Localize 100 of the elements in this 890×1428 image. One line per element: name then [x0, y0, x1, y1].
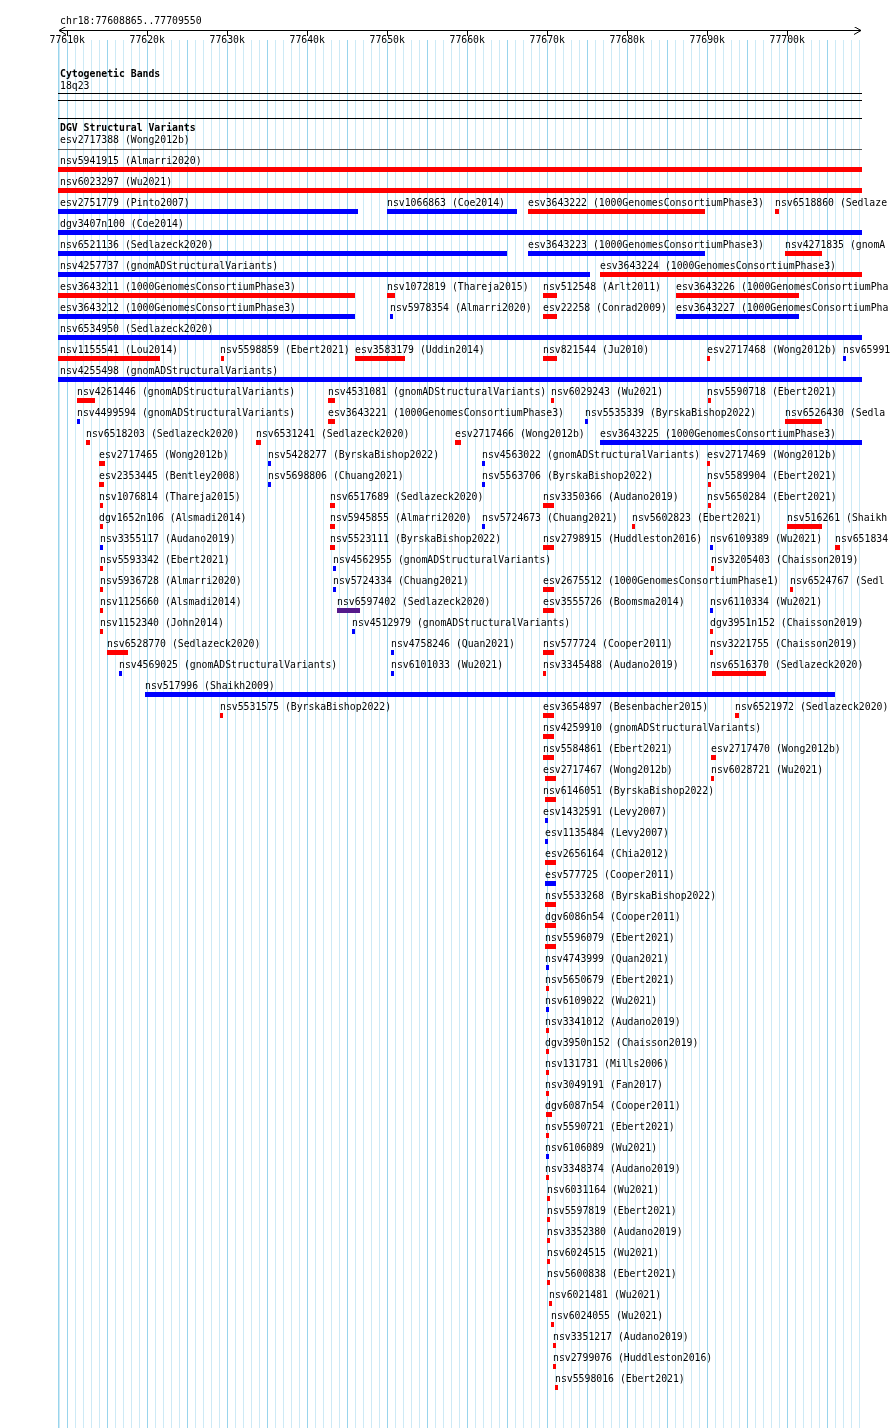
- variant-label: nsv6528770 (Sedlazeck2020): [107, 638, 261, 650]
- variant-label: esv2717465 (Wong2012b): [99, 449, 229, 461]
- variant-label: esv577725 (Cooper2011): [545, 869, 675, 881]
- tick-label: 77650k: [369, 34, 405, 46]
- variant-label: nsv6517689 (Sedlazeck2020): [330, 491, 484, 503]
- variant-label: nsv5531575 (ByrskaBishop2022): [220, 701, 392, 713]
- variant-label: esv3643227 (1000GenomesConsortiumPha: [676, 302, 889, 314]
- tick-label: 77680k: [609, 34, 645, 46]
- variant-label: nsv5941915 (Almarri2020): [60, 155, 202, 167]
- tick-label: 77620k: [129, 34, 165, 46]
- variant-label: nsv6106089 (Wu2021): [545, 1142, 658, 1154]
- variant-label: nsv4499594 (gnomADStructuralVariants): [77, 407, 296, 419]
- variant-label: nsv6146051 (ByrskaBishop2022): [543, 785, 715, 797]
- variant-label: nsv5428277 (ByrskaBishop2022): [268, 449, 440, 461]
- track-title: Cytogenetic Bands: [60, 68, 161, 80]
- variant-label: esv2717469 (Wong2012b): [707, 449, 837, 461]
- variant-label: nsv5724334 (Chuang2021): [333, 575, 469, 587]
- variant-label: nsv4531081 (gnomADStructuralVariants): [328, 386, 547, 398]
- variant-label: esv3643223 (1000GenomesConsortiumPhase3): [528, 239, 764, 251]
- variant-label: nsv3341012 (Audano2019): [545, 1016, 681, 1028]
- variant-label: esv22258 (Conrad2009): [543, 302, 667, 314]
- variant-label: nsv4259910 (gnomADStructuralVariants): [543, 722, 762, 734]
- variant-label: nsv6021481 (Wu2021): [549, 1289, 662, 1301]
- variant-label: nsv4758246 (Quan2021): [391, 638, 515, 650]
- variant-label: nsv5593342 (Ebert2021): [100, 554, 230, 566]
- variant-label: nsv1155541 (Lou2014): [60, 344, 178, 356]
- variant-label: nsv6597402 (Sedlazeck2020): [337, 596, 491, 608]
- variant-label: nsv1076814 (Thareja2015): [99, 491, 241, 503]
- variant-label: esv1135484 (Levy2007): [545, 827, 669, 839]
- variant-label: nsv5600838 (Ebert2021): [547, 1268, 677, 1280]
- variant-label: esv3654897 (Besenbacher2015): [543, 701, 709, 713]
- tick-label: 77700k: [769, 34, 805, 46]
- variant-label: esv3643226 (1000GenomesConsortiumPha: [676, 281, 889, 293]
- variant-label: nsv4261446 (gnomADStructuralVariants): [77, 386, 296, 398]
- variant-label: esv3643222 (1000GenomesConsortiumPhase3): [528, 197, 764, 209]
- variant-label: esv2717388 (Wong2012b): [60, 134, 190, 146]
- variant-label: nsv3352380 (Audano2019): [547, 1226, 683, 1238]
- variant-label: nsv6101033 (Wu2021): [391, 659, 504, 671]
- variant-label: esv2717466 (Wong2012b): [455, 428, 585, 440]
- variant-label: nsv6028721 (Wu2021): [711, 764, 824, 776]
- variant-label: esv2656164 (Chia2012): [545, 848, 669, 860]
- variant-label: nsv3350366 (Audano2019): [543, 491, 679, 503]
- variant-label: esv2717470 (Wong2012b): [711, 743, 841, 755]
- variant-label: nsv131731 (Mills2006): [545, 1058, 669, 1070]
- variant-label: nsv4569025 (gnomADStructuralVariants): [119, 659, 338, 671]
- variant-label: nsv2798915 (Huddleston2016): [543, 533, 703, 545]
- variant-label: nsv6516370 (Sedlazeck2020): [710, 659, 864, 671]
- variant-label: nsv5597819 (Ebert2021): [547, 1205, 677, 1217]
- variant-label: nsv1125660 (Alsmadi2014): [100, 596, 242, 608]
- variant-label: nsv6534950 (Sedlazeck2020): [60, 323, 214, 335]
- variant-label: esv2751779 (Pinto2007): [60, 197, 190, 209]
- variant-label: nsv5589904 (Ebert2021): [707, 470, 837, 482]
- variant-label: nsv4743999 (Quan2021): [545, 953, 669, 965]
- variant-label: nsv5598016 (Ebert2021): [555, 1373, 685, 1385]
- variant-label: nsv6521136 (Sedlazeck2020): [60, 239, 214, 251]
- variant-label: nsv5533268 (ByrskaBishop2022): [545, 890, 717, 902]
- variant-label: nsv5584861 (Ebert2021): [543, 743, 673, 755]
- variant-label: nsv4563022 (gnomADStructuralVariants): [482, 449, 701, 461]
- variant-label: nsv6029243 (Wu2021): [551, 386, 664, 398]
- variant-label: nsv5563706 (ByrskaBishop2022): [482, 470, 654, 482]
- variant-label: nsv4562955 (gnomADStructuralVariants): [333, 554, 552, 566]
- variant-label: nsv6109022 (Wu2021): [545, 995, 658, 1007]
- variant-label: esv3643221 (1000GenomesConsortiumPhase3): [328, 407, 564, 419]
- variant-label: nsv5523111 (ByrskaBishop2022): [330, 533, 502, 545]
- variant-label: nsv3221755 (Chaisson2019): [710, 638, 858, 650]
- variant-label: dgv6087n54 (Cooper2011): [545, 1100, 681, 1112]
- variant-label: nsv6521972 (Sedlazeck2020): [735, 701, 889, 713]
- variant-label: nsv516261 (Shaikh: [787, 512, 888, 524]
- tick-label: 77640k: [289, 34, 325, 46]
- tick-label: 77660k: [449, 34, 485, 46]
- variant-label: nsv65991: [843, 344, 890, 356]
- tick-label: 77670k: [529, 34, 565, 46]
- variant-label: dgv3407n100 (Coe2014): [60, 218, 184, 230]
- tick-label: 77630k: [209, 34, 245, 46]
- variant-label: nsv5590718 (Ebert2021): [707, 386, 837, 398]
- variant-label: nsv6518203 (Sedlazeck2020): [86, 428, 240, 440]
- variant-label: nsv1066863 (Coe2014): [387, 197, 505, 209]
- track-title: DGV Structural Variants: [60, 122, 196, 134]
- variant-label: nsv5945855 (Almarri2020): [330, 512, 472, 524]
- variant-label: nsv6524767 (Sedl: [790, 575, 885, 587]
- variant-label: esv3643225 (1000GenomesConsortiumPhase3): [600, 428, 836, 440]
- variant-label: esv2353445 (Bentley2008): [99, 470, 241, 482]
- variant-label: esv3583179 (Uddin2014): [355, 344, 485, 356]
- tick-label: 77610k: [49, 34, 85, 46]
- variant-label: nsv3205403 (Chaisson2019): [711, 554, 859, 566]
- variant-label: esv1432591 (Levy2007): [543, 806, 667, 818]
- variant-label: nsv651834: [835, 533, 889, 545]
- variant-label: esv3643224 (1000GenomesConsortiumPhase3): [600, 260, 836, 272]
- variant-label: nsv6031164 (Wu2021): [547, 1184, 660, 1196]
- variant-label: nsv3348374 (Audano2019): [545, 1163, 681, 1175]
- variant-label: nsv5650679 (Ebert2021): [545, 974, 675, 986]
- variant-label: nsv6110334 (Wu2021): [710, 596, 823, 608]
- variant-label: nsv4512979 (gnomADStructuralVariants): [352, 617, 571, 629]
- variant-label: nsv1152340 (John2014): [100, 617, 224, 629]
- variant-label: nsv3345488 (Audano2019): [543, 659, 679, 671]
- band-label: 18q23: [60, 80, 90, 92]
- variant-label: nsv5535339 (ByrskaBishop2022): [585, 407, 757, 419]
- variant-label: nsv577724 (Cooper2011): [543, 638, 673, 650]
- variant-label: nsv5650284 (Ebert2021): [707, 491, 837, 503]
- variant-label: esv2717468 (Wong2012b): [707, 344, 837, 356]
